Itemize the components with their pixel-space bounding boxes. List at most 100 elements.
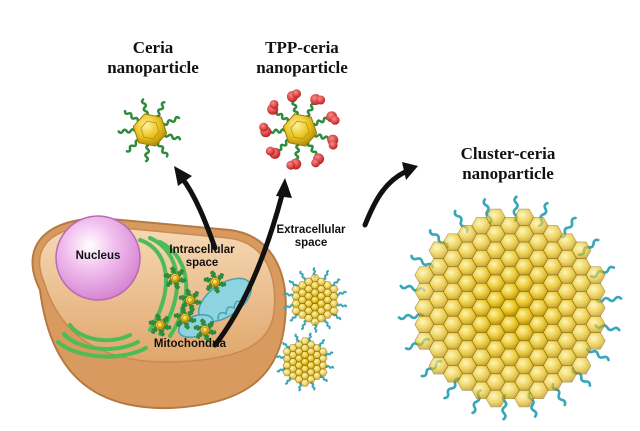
ligand	[183, 321, 190, 330]
ceria-title-line1: Ceria	[132, 38, 174, 57]
arrow-head-cluster	[402, 162, 418, 180]
ligand	[298, 381, 302, 392]
ligand	[294, 333, 300, 344]
cluster-ceria-nanoparticle	[397, 195, 623, 421]
ligand	[275, 355, 286, 359]
ligand	[283, 304, 294, 310]
ceria-core	[209, 276, 221, 288]
ligand	[155, 100, 166, 118]
arrow-to-cluster	[362, 169, 408, 228]
intracellular-label: Intracellular space	[162, 244, 242, 270]
ligand	[282, 341, 291, 350]
intracellular-label-line2: space	[185, 257, 219, 270]
arrow-to-ceria	[179, 175, 218, 251]
tpp-group	[328, 140, 338, 150]
ligand	[173, 312, 182, 319]
ligand	[193, 299, 202, 306]
ceria-unit	[556, 365, 578, 383]
ligand	[305, 102, 315, 118]
ligand	[176, 319, 183, 327]
arrow-to-tpp	[212, 192, 285, 348]
ligand	[181, 301, 188, 309]
ligand	[269, 128, 286, 135]
ceria-title-line2: nanoparticle	[107, 57, 199, 77]
ligand	[288, 279, 298, 288]
ligand	[585, 347, 610, 362]
ligand	[156, 141, 169, 158]
tpp-ceria-nanoparticle	[259, 89, 340, 170]
ligand	[151, 326, 158, 334]
ligand	[217, 273, 224, 281]
ligand	[306, 141, 318, 156]
extracellular-clusters	[275, 267, 348, 392]
ceria-unit	[300, 378, 310, 387]
ceria-core	[199, 324, 211, 336]
ligand	[213, 285, 220, 294]
arrows	[174, 162, 418, 348]
ligand	[180, 306, 187, 315]
tpp-group	[330, 115, 340, 125]
ligand	[331, 278, 341, 287]
ligand	[178, 294, 187, 301]
ligand	[317, 339, 326, 348]
ligand	[206, 283, 213, 291]
ceria-core	[179, 312, 191, 324]
arrow-head-tpp	[276, 178, 292, 198]
ceria-core	[169, 272, 181, 284]
ligand	[188, 317, 197, 324]
ligand	[163, 272, 172, 279]
ceria-unit	[528, 381, 549, 400]
tpp-title-line2: nanoparticle	[256, 57, 348, 77]
ligand	[312, 116, 329, 127]
ligand	[310, 380, 316, 391]
ligand	[178, 277, 187, 284]
cluster-title-line1: Cluster-ceria	[460, 144, 556, 163]
mitochondria-label: Mitochondria	[153, 338, 227, 350]
ligand	[336, 303, 348, 308]
cell	[31, 215, 287, 410]
ligand	[277, 138, 291, 152]
ligand	[155, 313, 162, 322]
ligand	[276, 367, 287, 373]
cluster-title-line2: nanoparticle	[462, 163, 554, 183]
cluster-title: Cluster-ceria nanoparticle	[428, 144, 588, 183]
ligand	[275, 111, 290, 123]
ligand	[323, 270, 330, 281]
ligand	[188, 303, 195, 312]
ligand	[140, 98, 149, 117]
ligand	[319, 374, 328, 383]
intracellular-label-line1: Intracellular	[169, 244, 235, 256]
ceria-unit	[310, 317, 320, 326]
ligand	[284, 376, 293, 385]
nucleus	[55, 215, 141, 301]
ligand	[185, 288, 192, 297]
ligand	[324, 319, 331, 330]
tpp-group	[269, 99, 279, 109]
tpp-group	[316, 95, 326, 105]
ligand	[162, 316, 169, 324]
ligand	[336, 290, 347, 296]
ligand	[162, 115, 181, 127]
ligand	[166, 279, 173, 287]
ligand	[192, 291, 199, 299]
tpp-group	[311, 158, 321, 168]
ceria-nanoparticle	[117, 98, 182, 163]
ligand	[308, 332, 312, 343]
ligand	[193, 324, 202, 331]
ligand	[203, 276, 212, 283]
extracellular-label-line2: space	[294, 237, 328, 250]
ligand	[144, 143, 151, 163]
ligand	[300, 319, 307, 330]
ceria-core	[132, 113, 168, 147]
ligand	[207, 321, 214, 329]
ligand	[200, 318, 207, 327]
ceria-unit	[312, 371, 322, 380]
tpp-group	[265, 146, 275, 156]
intracellular-particles	[148, 266, 227, 342]
ligand	[158, 328, 165, 337]
ligand	[196, 331, 203, 339]
ceria-title: Ceria nanoparticle	[88, 38, 218, 77]
tpp-title: TPP-ceria nanoparticle	[232, 38, 372, 77]
ceria-core	[184, 294, 196, 306]
ligand	[123, 109, 140, 123]
